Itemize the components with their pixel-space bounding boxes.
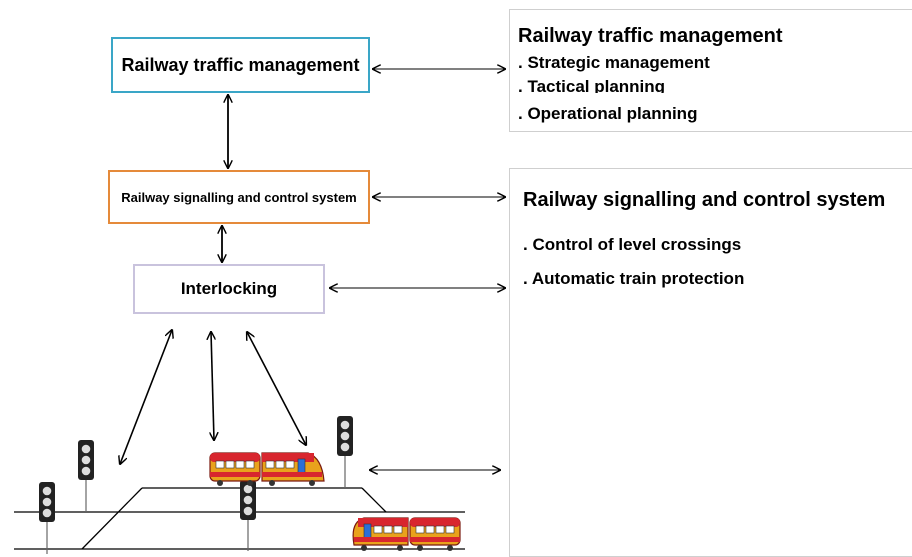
- traffic-panel-item-tactical: . Tactical planning: [518, 77, 666, 93]
- traffic-management-panel: Railway traffic management . Strategic m…: [509, 9, 912, 132]
- signalling-control-panel: Railway signalling and control system . …: [509, 168, 912, 557]
- signal-light-left: [78, 440, 94, 512]
- arrow-interlocking-train: [211, 332, 214, 440]
- signalling-control-box: Railway signalling and control system: [108, 170, 370, 224]
- signal-light-right: [337, 416, 353, 488]
- railway-tracks: [14, 487, 465, 550]
- traffic-management-box: Railway traffic management: [111, 37, 370, 93]
- traffic-panel-item-strategic: . Strategic management: [518, 53, 710, 72]
- interlocking-label: Interlocking: [180, 279, 278, 298]
- signal-light-middle: [240, 480, 256, 551]
- interlocking-box: Interlocking: [133, 264, 325, 314]
- arrow-interlocking-left-signal: [120, 330, 172, 464]
- signal-light-far-left: [39, 482, 55, 554]
- arrow-interlocking-right-signal: [247, 332, 306, 445]
- traffic-panel-title: Railway traffic management: [518, 25, 783, 47]
- traffic-management-label: Railway traffic management: [121, 54, 360, 75]
- train-lower: [352, 517, 461, 551]
- traffic-panel-item-operational: . Operational planning: [518, 104, 698, 123]
- signalling-control-label: Railway signalling and control system: [121, 189, 357, 205]
- signalling-panel-title: Railway signalling and control system: [523, 189, 886, 211]
- signalling-panel-item-level-crossings: . Control of level crossings: [523, 235, 742, 254]
- signalling-panel-item-train-protection: . Automatic train protection: [523, 269, 745, 288]
- train-upper: [209, 452, 325, 486]
